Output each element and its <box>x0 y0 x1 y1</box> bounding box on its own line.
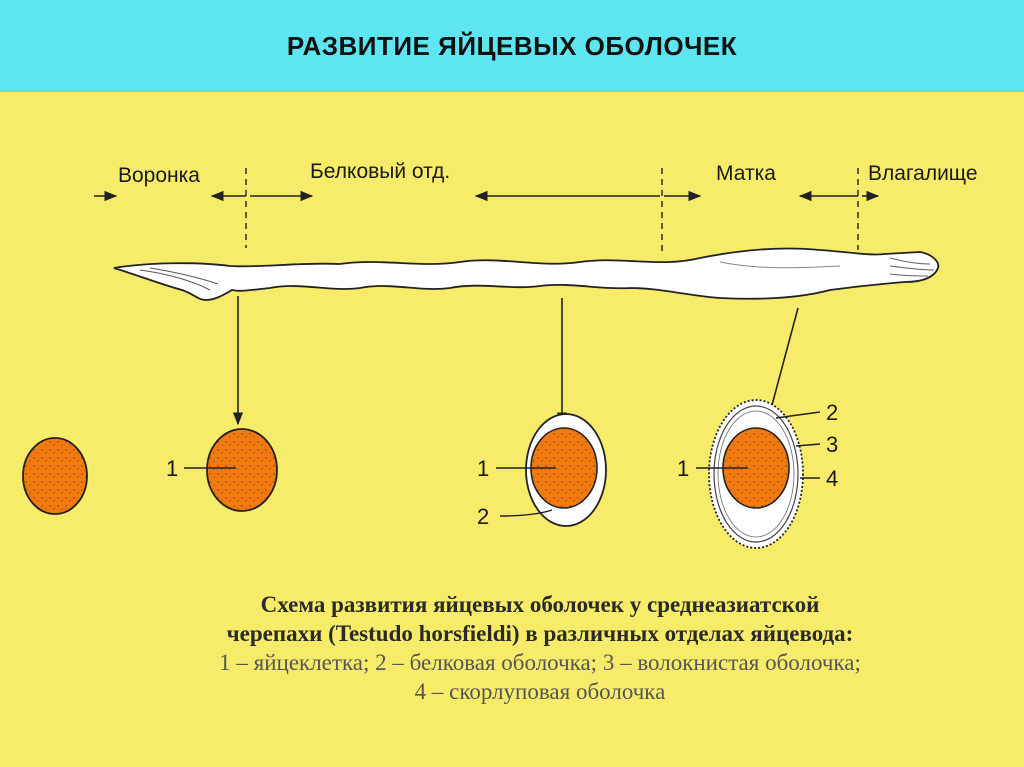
figure-caption: Схема развития яйцевых оболочек у средне… <box>90 590 990 706</box>
egg-stage-uterus: 1 2 3 4 <box>677 399 838 549</box>
stage-arrows <box>232 296 799 426</box>
marker-1: 1 <box>677 456 689 481</box>
label-vagina: Влагалище <box>868 162 978 185</box>
label-protein-section: Белковый отд. <box>310 160 450 183</box>
slide-title: РАЗВИТИЕ ЯЙЦЕВЫХ ОБОЛОЧЕК <box>286 30 738 61</box>
marker-3: 3 <box>826 432 838 457</box>
egg-stage-protein: 1 2 <box>477 413 607 529</box>
label-uterus: Матка <box>716 162 776 185</box>
oviduct-tube <box>113 247 940 301</box>
caption-line-2: черепахи (Testudo horsfieldi) в различны… <box>226 621 854 646</box>
egg-cell-free <box>22 437 88 515</box>
caption-line-1: Схема развития яйцевых оболочек у средне… <box>260 592 820 617</box>
caption-line-3: 1 – яйцеклетка; 2 – белковая оболочка; 3… <box>219 650 861 675</box>
arrow-to-egg-4 <box>766 307 799 422</box>
label-funnel: Воронка <box>118 164 200 187</box>
marker-2: 2 <box>826 400 838 425</box>
section-dividers <box>245 168 859 256</box>
caption-line-4: 4 – скорлуповая оболочка <box>414 679 666 704</box>
egg-stage-funnel: 1 <box>166 428 278 512</box>
diagram-area <box>0 92 1024 767</box>
marker-2: 2 <box>477 504 489 529</box>
fibrous-membrane <box>713 405 799 543</box>
title-bar: РАЗВИТИЕ ЯЙЦЕВЫХ ОБОЛОЧЕК <box>0 0 1024 92</box>
yolk <box>206 428 278 512</box>
marker-4: 4 <box>826 466 838 491</box>
marker-1: 1 <box>477 456 489 481</box>
marker-1: 1 <box>166 456 178 481</box>
